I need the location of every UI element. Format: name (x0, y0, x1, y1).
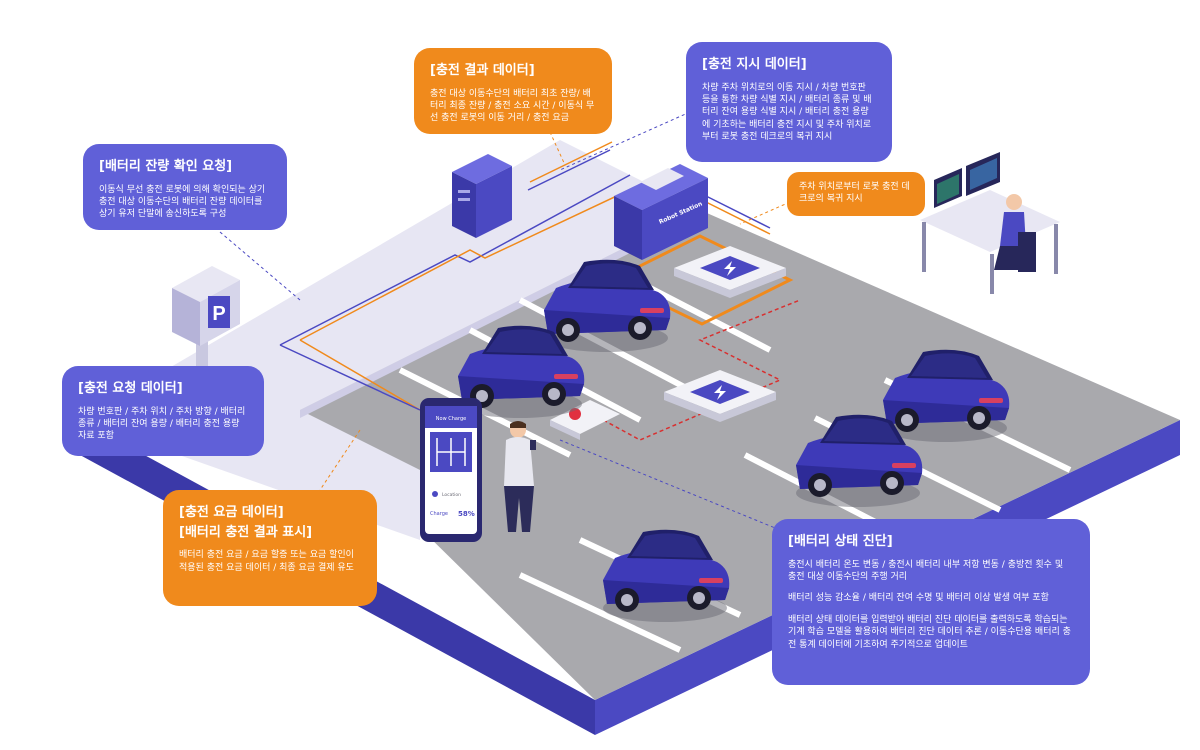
callout-fee-data: [충전 요금 데이터] [배터리 충전 결과 표시] 배터리 충전 요금 / 요… (163, 490, 377, 606)
callout-title: [충전 지시 데이터] (702, 57, 807, 72)
mobile-charging-robot (550, 400, 620, 440)
phone-header: Now Charge (436, 416, 466, 422)
diagnosis-paragraph-2: 배터리 성능 감소율 / 배터리 잔여 수명 및 배터리 이상 발생 여부 포함 (788, 593, 1049, 604)
callout-title: [배터리 잔량 확인 요청] (99, 159, 233, 174)
callout-body: 배터리 충전 요금 / 요금 할증 또는 요금 할인이 적용된 충전 요금 데이… (179, 550, 354, 573)
smartphone: Now Charge Location Charge 58% (420, 398, 482, 542)
callout-battery-check: [배터리 잔량 확인 요청] 이동식 무선 충전 로봇에 의해 확인되는 상기 … (83, 144, 287, 230)
callout-body: 차량 번호판 / 주차 위치 / 주차 방향 / 배터리 종류 / 배터리 잔여… (78, 406, 246, 442)
parking-sign-letter: P (212, 303, 225, 325)
diagnosis-paragraph-3: 배터리 상태 데이터를 입력받아 배터리 진단 데이터를 출력하도록 학습되는 … (788, 614, 1071, 650)
callout-battery-diagnosis: [배터리 상태 진단] 충전시 배터리 온도 변동 / 충전시 배터리 내부 저… (772, 519, 1090, 685)
callout-title-1: [충전 요금 데이터] (179, 505, 284, 520)
callout-return-instruction: 주차 위치로부터 로봇 충전 데크로의 복귀 지시 (787, 172, 925, 216)
phone-charge-label: Charge (430, 511, 448, 517)
user-person (504, 421, 536, 532)
callout-body: 주차 위치로부터 로봇 충전 데크로의 복귀 지시 (799, 182, 910, 205)
phone-charge-percent: 58% (458, 510, 475, 518)
robot-station: Robot Station (608, 164, 794, 326)
callout-charging-instruction: [충전 지시 데이터] 차량 주차 위치로의 이동 지시 / 차량 번호판 등을… (686, 42, 892, 162)
phone-location-label: Location (442, 492, 461, 498)
location-pin-icon (432, 491, 438, 497)
flow-arrows (279, 141, 801, 441)
callout-title-2: [배터리 충전 결과 표시] (179, 524, 313, 540)
callout-title: [충전 요청 데이터] (78, 381, 183, 396)
callout-title: [충전 결과 데이터] (430, 63, 535, 78)
callout-body: 차량 주차 위치로의 이동 지시 / 차량 번호판 등을 통한 차량 식별 지시… (702, 82, 872, 143)
callout-charging-result: [충전 결과 데이터] 충전 대상 이동수단의 배터리 최초 잔량/ 배터리 최… (414, 48, 612, 134)
callout-body: 충전시 배터리 온도 변동 / 충전시 배터리 내부 저항 변동 / 충방전 횟… (788, 559, 1074, 651)
callout-charging-request: [충전 요청 데이터] 차량 번호판 / 주차 위치 / 주차 방향 / 배터리… (62, 366, 264, 456)
callout-body: 충전 대상 이동수단의 배터리 최초 잔량/ 배터리 최종 잔량 / 충전 소요… (430, 88, 595, 124)
server-icon (452, 154, 512, 238)
callout-pointers (219, 111, 791, 531)
diagnosis-paragraph-1: 충전시 배터리 온도 변동 / 충전시 배터리 내부 저항 변동 / 충방전 횟… (788, 559, 1064, 582)
callout-title: [배터리 상태 진단] (788, 534, 893, 549)
callout-body: 이동식 무선 충전 로봇에 의해 확인되는 상기 충전 대상 이동수단의 배터리… (99, 184, 266, 220)
operator-desk (920, 152, 1060, 294)
